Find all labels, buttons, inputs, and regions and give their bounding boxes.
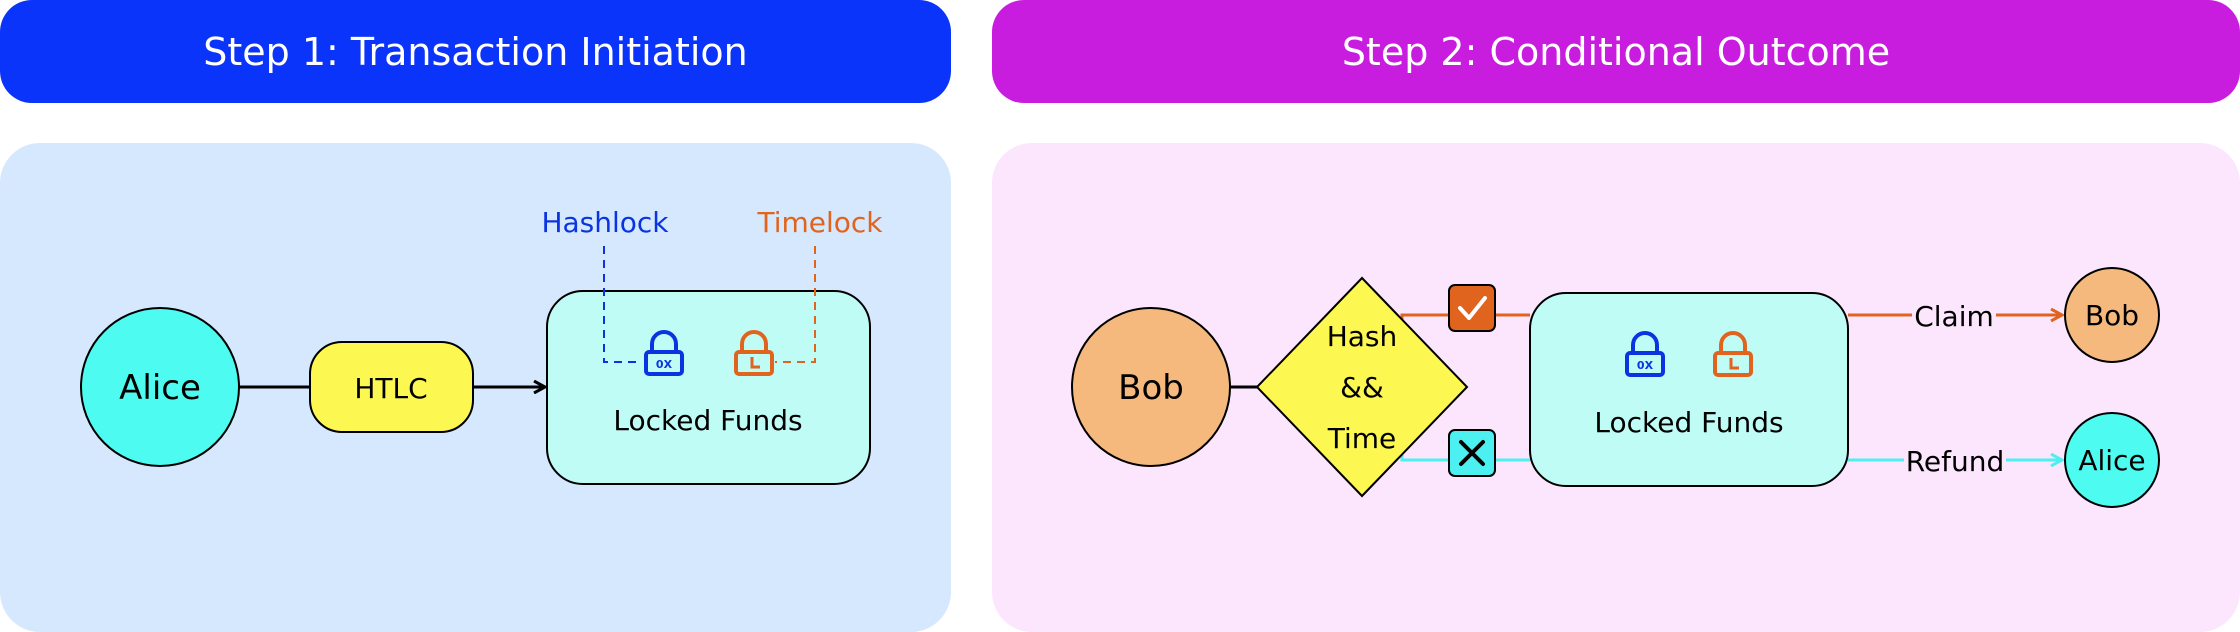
timelock-label: Timelock [756, 206, 883, 239]
htlc-node-label: HTLC [354, 372, 427, 405]
refund-target-label: Alice [2078, 444, 2145, 477]
claim-target-node [2064, 267, 2160, 363]
refund-label: Refund [1906, 445, 2005, 478]
condition-line-3: Time [1327, 422, 1397, 455]
step2-header: Step 2: Conditional Outcome [992, 0, 2240, 103]
condition-diamond [1255, 276, 1469, 498]
locked-funds-box [546, 290, 871, 485]
locked-funds-box-2 [1529, 292, 1849, 487]
claim-target-label: Bob [2085, 299, 2139, 332]
hashlock-lock-icon: 0X [644, 330, 684, 376]
bob-node [1071, 307, 1231, 467]
condition-line-1: Hash [1327, 320, 1398, 353]
step1-title: Step 1: Transaction Initiation [203, 29, 748, 74]
bob-node-label: Bob [1118, 368, 1184, 408]
locked-funds-label: Locked Funds [613, 404, 802, 437]
hashlock-label: Hashlock [541, 206, 669, 239]
claim-label-bg [1912, 298, 1996, 332]
alice-node-label: Alice [119, 368, 201, 408]
step2-title: Step 2: Conditional Outcome [1341, 29, 1891, 74]
claim-label: Claim [1914, 300, 1994, 333]
step1-header: Step 1: Transaction Initiation [0, 0, 951, 103]
hashlock-dashed-leader [603, 246, 642, 363]
condition-line-2: && [1340, 371, 1384, 404]
hashlock-lock-code-2: 0X [1637, 359, 1654, 372]
timelock-lock-icon-2 [1713, 331, 1753, 377]
htlc-node [309, 341, 474, 433]
hashlock-lock-code: 0X [656, 358, 673, 371]
timelock-lock-icon [734, 330, 774, 376]
timelock-dashed-leader [775, 246, 816, 363]
locked-funds-label-2: Locked Funds [1594, 406, 1783, 439]
alice-node [80, 307, 240, 467]
refund-label-bg [1904, 443, 2006, 477]
cross-icon [1448, 429, 1496, 477]
check-icon [1448, 284, 1496, 332]
refund-target-node [2064, 412, 2160, 508]
hashlock-lock-icon-2: 0X [1625, 331, 1665, 377]
